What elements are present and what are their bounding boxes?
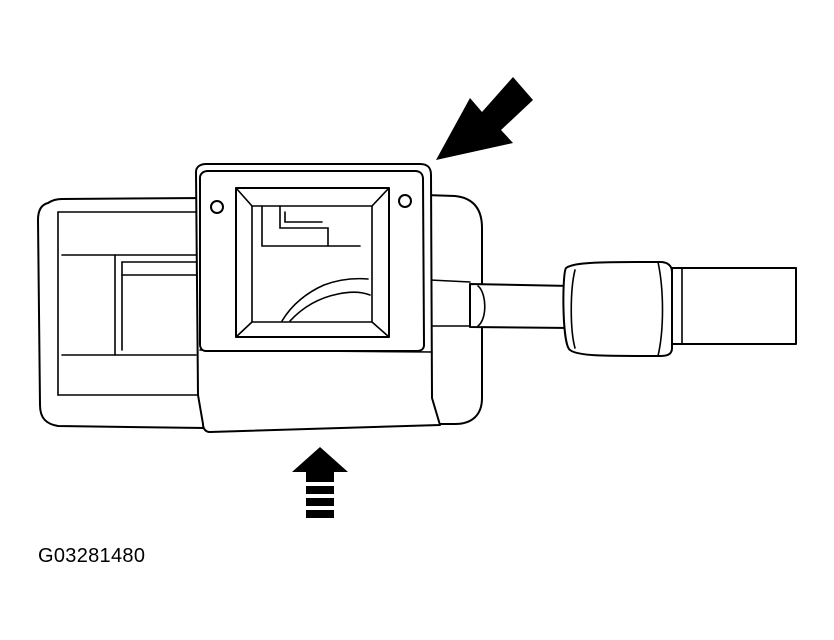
pointer-arrow-diagonal — [436, 77, 533, 160]
fuel-tube — [469, 261, 797, 357]
push-direction-arrow — [292, 447, 348, 518]
locking-clip — [195, 163, 441, 433]
left-connector-housing — [37, 197, 206, 429]
figure-id-label: G03281480 — [38, 545, 146, 567]
right-connector-housing — [424, 194, 483, 425]
